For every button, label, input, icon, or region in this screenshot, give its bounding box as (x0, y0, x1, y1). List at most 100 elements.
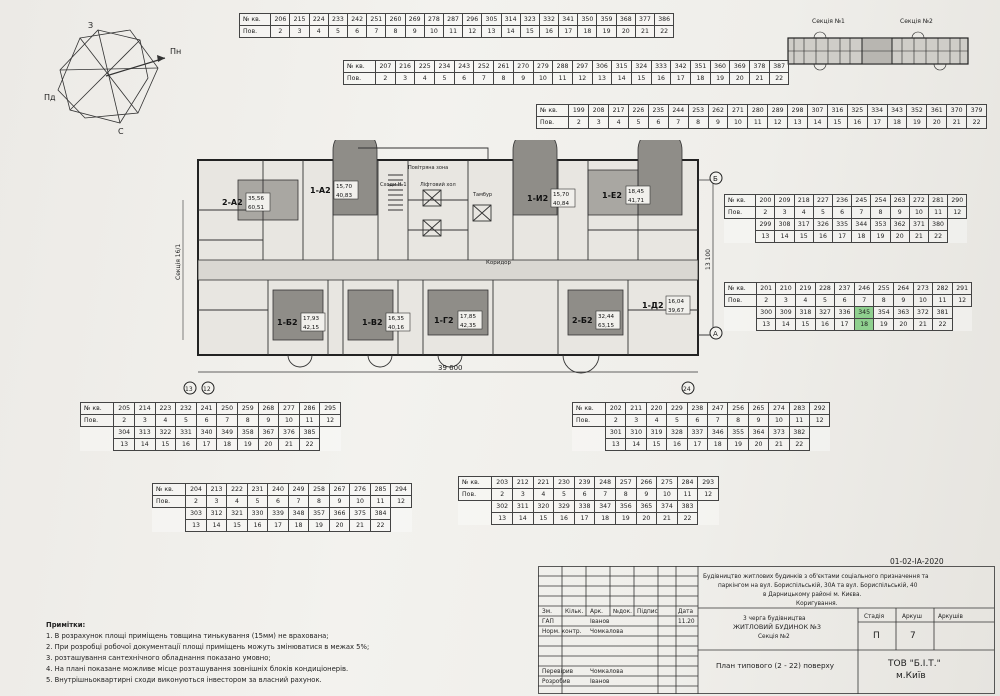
stamp-sheets-hdr: Аркушів (938, 614, 963, 620)
table-cell: 349 (216, 426, 238, 439)
table-cell: 3 (588, 116, 610, 129)
table-cell: 9 (328, 495, 351, 508)
dim-width: 39 600 (438, 364, 463, 372)
dim-height: 13 100 (705, 249, 712, 270)
compass-e: Пн (170, 47, 181, 56)
table-cell: 22 (298, 438, 321, 451)
table-cell: 11 (298, 414, 321, 427)
table-cell (952, 307, 972, 319)
table-cell: Пов. (724, 294, 757, 307)
table-cell: 5 (434, 72, 455, 85)
table-cell: 16 (246, 519, 269, 532)
table-cell: 299 (755, 218, 776, 231)
apartment-total-area: 42,15 (303, 325, 319, 331)
table-cell: 17 (832, 230, 853, 243)
table-cell: 376 (278, 426, 300, 439)
apartment-code: 1-Д2 (642, 301, 664, 310)
note-item: 5. Внутрішньоквартирні сходи виконуються… (46, 676, 322, 684)
table-cell: 235 (647, 104, 669, 117)
table-cell: 5 (628, 116, 649, 129)
table-cell: 15 (826, 116, 848, 129)
table-cell: 237 (834, 282, 855, 295)
table-cell: 218 (793, 194, 814, 207)
table-cell (725, 307, 757, 319)
apartment-code: 2-А2 (222, 198, 243, 207)
table-cell (153, 520, 186, 532)
table-cell: 21 (749, 72, 770, 85)
stamp-city: м.Київ (896, 671, 926, 681)
table-cell: 357 (308, 507, 330, 520)
key-plan-section2: Секція №2 (900, 18, 933, 25)
table-cell: 4 (532, 488, 555, 501)
table-cell: 5 (814, 294, 836, 307)
table-cell: 263 (889, 194, 910, 207)
apartment-area-box (333, 180, 359, 200)
table-cell: 325 (846, 104, 868, 117)
table-cell: 10 (908, 206, 929, 219)
table-cell: 10 (278, 414, 300, 427)
key-plan-section1: Секція №1 (812, 18, 845, 25)
stamp-company: ТОВ "Б.І.Т." (887, 659, 941, 669)
table-cell: 346 (707, 426, 729, 439)
table-cell (698, 501, 719, 513)
table-cell: 19 (596, 25, 617, 38)
table-cell: Пов. (151, 495, 187, 508)
table-cell: 2 (270, 25, 291, 38)
table-cell: 22 (927, 230, 949, 243)
table-cell: 369 (729, 60, 751, 73)
floor-plan: Б А 13 12 24 39 600 13 100 Секція 16/1 К… (175, 140, 723, 395)
stamp-name-gap: Іванов (590, 619, 610, 625)
compass-w: Пд (44, 93, 56, 102)
table-cell: 22 (932, 318, 953, 331)
table-cell: 21 (768, 438, 790, 451)
table-cell: 8 (385, 25, 406, 38)
apartment-total-area: 41,71 (628, 198, 644, 204)
table-cell: 13 (113, 438, 135, 451)
stamp-hdr-sheet: Арк. (590, 609, 603, 615)
table-cell: 366 (328, 507, 351, 520)
table-cell: 14 (807, 116, 828, 129)
table-cell: 333 (650, 60, 672, 73)
table-cell: 345 (853, 306, 875, 319)
table-cell: 361 (926, 104, 948, 117)
table-cell: 258 (308, 483, 330, 496)
table-cell: 3 (774, 206, 795, 219)
table-cell: 22 (966, 116, 988, 129)
table-cell (573, 427, 606, 439)
stamp-building-3: Секція №2 (758, 634, 790, 640)
table-cell: 9 (635, 488, 658, 501)
table-cell: 3 (625, 414, 647, 427)
stamp-sheet-title: План типового (2 - 22) поверху (716, 661, 835, 670)
table-cell: № кв. (724, 282, 757, 295)
table-cell (573, 439, 606, 451)
table-cell: 306 (591, 60, 613, 73)
table-cell: 12 (697, 488, 719, 501)
table-cell: 9 (747, 414, 770, 427)
table-cell: 294 (390, 483, 412, 496)
table-cell: 12 (319, 414, 341, 427)
table-cell: 213 (205, 483, 228, 496)
table-cell: 6 (686, 414, 709, 427)
table-cell: 13 (787, 116, 809, 129)
stamp-role-check: Перевірив (542, 669, 574, 675)
table-cell: 261 (493, 60, 514, 73)
stamp-name-check: Чомкалова (590, 669, 624, 675)
table-cell: 227 (812, 194, 834, 207)
table-cell: 320 (532, 500, 555, 513)
stamp-project-1: Будівництво житлових будинків з об'єктам… (703, 574, 929, 580)
table-cell: 368 (615, 13, 636, 26)
notes: Примітки: 1. В розрахунок площі приміщен… (46, 620, 466, 686)
table-cell (320, 427, 341, 439)
apartment-living-area: 17,93 (303, 316, 319, 322)
table-cell: 279 (532, 60, 554, 73)
table-cell: 287 (442, 13, 464, 26)
table-cell: 236 (832, 194, 853, 207)
table-cell: 2 (113, 414, 135, 427)
table-cell: 359 (596, 13, 617, 26)
title-block: Будівництво житлових будинків з об'єктам… (538, 566, 995, 694)
table-cell: 207 (375, 60, 396, 73)
stamp-hdr-zm: Зм. (542, 609, 552, 615)
